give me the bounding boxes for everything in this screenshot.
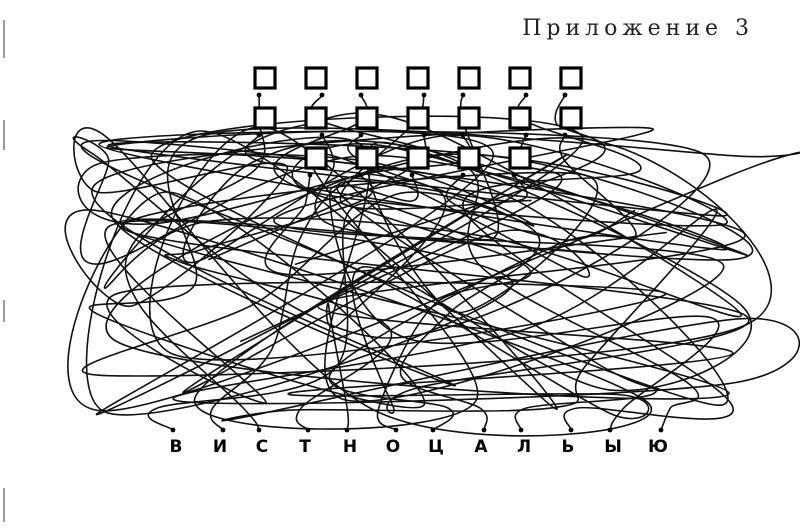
letter-anchor-dot [256, 427, 262, 433]
scan-margin-mark [3, 20, 5, 58]
box-anchor-dot [307, 172, 313, 178]
tangled-line [77, 136, 773, 377]
scan-margin-mark [3, 120, 5, 150]
connector-line [273, 94, 532, 431]
letter-anchor-dot [430, 427, 436, 433]
letter: А [474, 437, 488, 457]
box-anchor-dot [460, 172, 466, 178]
answer-boxes [253, 66, 583, 178]
letter: Ю [648, 437, 668, 457]
answer-box[interactable] [406, 106, 430, 130]
answer-box[interactable] [304, 66, 328, 90]
scan-margin-mark [3, 300, 5, 322]
letter: И [213, 437, 227, 457]
answer-box[interactable] [457, 106, 481, 130]
letter: Т [299, 437, 311, 457]
letter: С [256, 437, 268, 457]
answer-box[interactable] [457, 66, 481, 90]
connector-line [314, 134, 595, 254]
box-anchor-dot [358, 92, 364, 98]
answer-box[interactable] [355, 146, 379, 170]
answer-box[interactable] [406, 66, 430, 90]
box-anchor-dot [460, 132, 466, 138]
answer-box[interactable] [406, 146, 430, 170]
connector-line [336, 174, 658, 431]
answer-box[interactable] [508, 66, 532, 90]
tangled-line [67, 127, 800, 412]
answer-box[interactable] [508, 146, 532, 170]
answer-box[interactable] [457, 146, 481, 170]
tangled-line [105, 141, 754, 400]
letter-anchor-dot [344, 427, 350, 433]
answer-box[interactable] [559, 106, 583, 130]
letter: В [170, 437, 183, 457]
scan-margin-mark [3, 488, 5, 522]
connector-line [294, 94, 606, 266]
box-anchor-dot [460, 92, 466, 98]
letter-anchor-dot [305, 427, 311, 433]
tangled-line [80, 139, 746, 420]
box-anchor-dot [421, 132, 427, 138]
connector-line [164, 174, 393, 431]
answer-box[interactable] [508, 106, 532, 130]
connector-line [147, 94, 500, 431]
connector-line [264, 174, 667, 276]
tangled-line [103, 112, 742, 318]
connector-line [328, 134, 637, 431]
letter-anchor-dot [481, 427, 487, 433]
tangled-lines [64, 112, 800, 437]
letter: Н [343, 437, 357, 457]
letter-anchor-dot [393, 427, 399, 433]
connector-line [328, 174, 720, 431]
box-anchor-dot [319, 132, 325, 138]
connector-line [462, 94, 734, 431]
box-anchor-dot [319, 92, 325, 98]
answer-box[interactable] [559, 66, 583, 90]
letter: Ц [428, 437, 444, 457]
box-anchor-dot [256, 132, 262, 138]
letter-anchor-dot [568, 427, 574, 433]
answer-box[interactable] [253, 106, 277, 130]
box-anchor-dot [511, 172, 517, 178]
tangled-line [172, 208, 800, 422]
connector-line [445, 174, 636, 241]
letter-anchor-dot [220, 427, 226, 433]
box-anchor-dot [523, 92, 529, 98]
box-anchor-dot [562, 132, 568, 138]
answer-box[interactable] [355, 106, 379, 130]
letter: Л [517, 437, 531, 457]
letter-anchor-dot [170, 427, 176, 433]
letter-anchor-dot [658, 427, 664, 433]
box-anchor-dot [256, 92, 262, 98]
letter: Ы [604, 437, 622, 457]
tangled-line [122, 141, 752, 414]
letter: О [386, 437, 400, 457]
tangled-line [85, 126, 667, 416]
box-anchor-dot [523, 132, 529, 138]
answer-box[interactable] [304, 106, 328, 130]
connector-line [244, 134, 447, 431]
box-anchor-dot [562, 92, 568, 98]
letter-anchor-dot [607, 427, 613, 433]
box-anchor-dot [421, 92, 427, 98]
answer-box[interactable] [304, 146, 328, 170]
letter-anchor-dot [518, 427, 524, 433]
box-anchor-dot [358, 172, 364, 178]
connector-line [310, 94, 700, 431]
answer-box[interactable] [355, 66, 379, 90]
box-anchor-dot [409, 172, 415, 178]
appendix-caption: Приложение 3 [522, 16, 754, 41]
letter: Ь [562, 437, 575, 457]
box-anchor-dot [358, 132, 364, 138]
answer-box[interactable] [253, 66, 277, 90]
